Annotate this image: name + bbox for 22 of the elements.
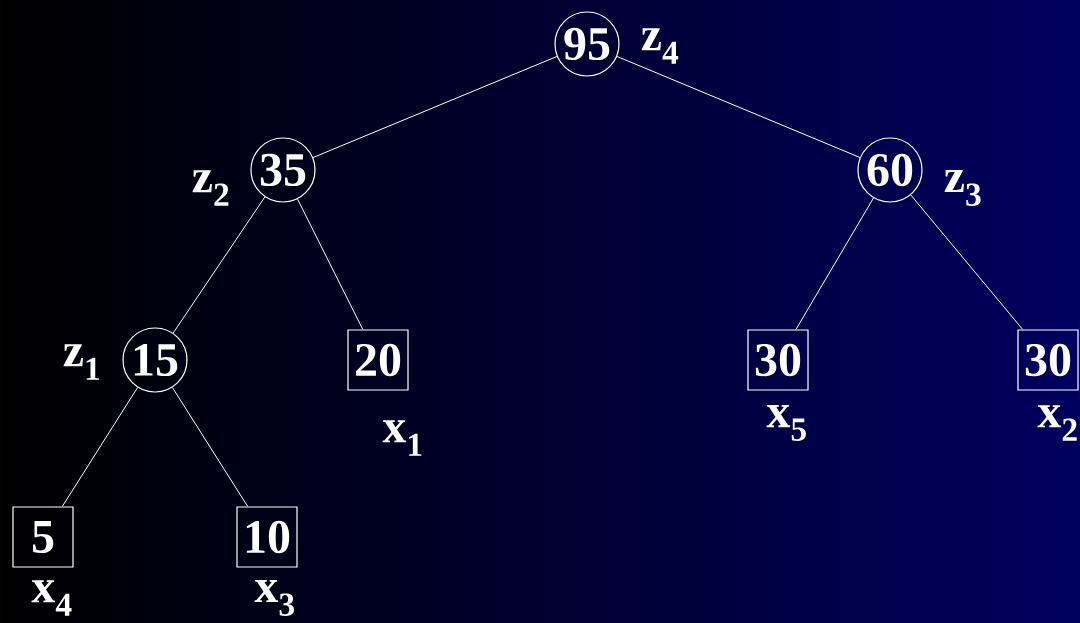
tree-edge (297, 198, 364, 330)
node-label: z$_{2}$ (192, 170, 229, 206)
tree-edge (312, 56, 558, 158)
node-label: x$_{3}$ (254, 579, 294, 616)
leaf-box: 30 (1017, 329, 1079, 391)
tree-edge (795, 197, 874, 330)
tree-edge (61, 387, 139, 507)
node-label: x$_{5}$ (766, 405, 806, 441)
leaf-box: 30 (747, 329, 809, 391)
node-label: x$_{1}$ (382, 420, 422, 456)
tree-edge (172, 196, 266, 334)
tree-edge (171, 387, 249, 507)
node-label: x$_{4}$ (31, 580, 72, 616)
node-label: z$_{4}$ (641, 28, 679, 64)
tree-edge (910, 194, 1024, 330)
node-label: z$_{3}$ (944, 169, 981, 206)
leaf-box: 5 (12, 506, 74, 568)
node-label: x$_{2}$ (1037, 405, 1077, 441)
node-label: z$_{1}$ (63, 344, 100, 380)
tree-edge (616, 56, 861, 158)
leaf-box: 20 (347, 329, 409, 391)
leaf-box: 10 (236, 506, 298, 568)
